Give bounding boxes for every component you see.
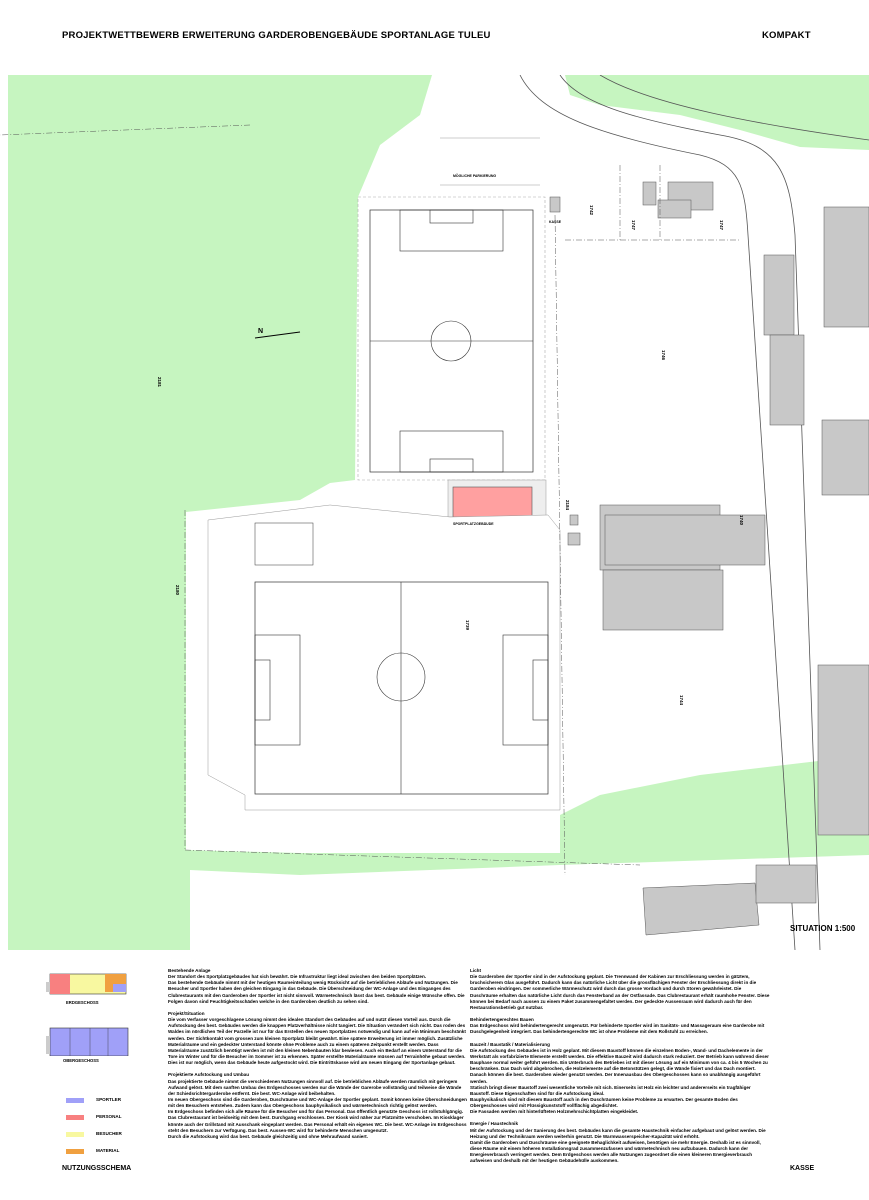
legend-label: SPORTLER [96,1097,122,1102]
forest-area-top-right [565,75,869,150]
parcel-number: 1744 [679,695,684,706]
parking-label: MÖGLICHE PARKIERUNG [453,174,496,178]
section-paragraph: Das projektierte Gebäude nimmt die versc… [168,1078,462,1096]
parcel-number: 1747 [631,220,636,231]
section-heading: Energie / Haustechnik [470,1121,518,1127]
section-paragraph: Mit der Aufstockung und der Sanierung de… [470,1127,766,1139]
parcel-number: 1746 [661,350,666,361]
section-paragraph: Das Erdgeschoss wird behindertengerecht … [470,1023,765,1035]
site-plan: MÖGLICHE PARKIERUNG KASSE [0,75,869,950]
section-heading: Bestehende Anlage [168,968,211,973]
parcel-number: 1739 [465,620,470,631]
parcel-number: 2184 [565,500,570,511]
section-paragraph: Durch die Aufstockung wird das best. Geb… [168,1133,368,1139]
road-curve-upper [599,75,869,141]
parcel-number: 1742 [589,205,594,216]
legend-title: NUTZUNGSSCHEMA [62,1165,132,1172]
section-paragraph: Die Fassaden werden mit hinterlüfteten H… [470,1109,639,1115]
large-field-markings [254,582,549,794]
poster-title: PROJEKTWETTBEWERB ERWEITERUNG GARDEROBEN… [62,30,491,41]
north-arrow: N [254,328,301,339]
forest-area-left [8,75,869,950]
small-field-surround [357,196,546,481]
color-swatch [66,1115,84,1120]
parcel-numbers: 1742 1747 1747 1746 2181 2184 1740 2180 … [157,205,744,706]
kasse-building [549,196,561,213]
section-paragraph: Bauphysikalisch sind mit diesem Baustoff… [470,1096,738,1109]
variant-label: KOMPAKT [762,30,811,41]
road [519,75,796,950]
sportplatz-building [452,486,533,518]
color-swatch [66,1149,84,1154]
section-paragraph: Die Garderoben der Sportler sind in der … [470,974,770,1010]
section-heading: Licht [470,968,481,973]
section-heading: Projekt/Situation [168,1010,205,1016]
section-paragraph: Statisch bringt dieser Baustoff zwei wes… [470,1084,751,1096]
section-paragraph: Der Standort des Sportplatzgebäudes hat … [168,974,427,980]
legend-label: BESUCHER [96,1131,122,1136]
north-label: N [258,328,263,335]
section-paragraph: Im neuen Obergeschoss sind die Garderobe… [168,1096,467,1109]
upper-floor-label: OBERGESCHOSS [63,1058,99,1063]
small-field-markings [370,209,533,473]
upper-floor-plan [46,1027,129,1056]
existing-buildings [567,181,869,936]
color-swatch [66,1132,84,1137]
road-edge [559,75,821,950]
kasse-label: KASSE [549,220,562,224]
section-paragraph: Im Erdgeschoss befinden sich alle Räume … [168,1109,467,1133]
large-field-surround [207,504,561,811]
ground-floor-label: ERDGESCHOSS [66,1000,99,1005]
building-label: SPORTPLATZGEBÄUDE [453,522,494,526]
parcel-number: 2180 [175,585,180,596]
parcel-boundaries [0,124,740,876]
parcel-number: 2181 [157,377,162,388]
parcel-number: 1740 [739,515,744,526]
parcel-number: 1747 [719,220,724,231]
section-heading: Projektierte Aufstockung und Umbau [168,1072,249,1078]
color-swatch [66,1098,84,1103]
section-heading: Behindertengerechtes Bauen [470,1017,534,1023]
ground-floor-plan [46,973,127,995]
section-paragraph: Damit die Garderoben und Duschräume eine… [470,1139,761,1164]
tennis-court [254,522,314,566]
scale-label: SITUATION 1:500 [790,924,856,933]
kasse-title: KASSE [790,1165,815,1172]
section-heading: Bauzeit / Baustatik / Materialisierung [470,1041,550,1047]
legend-label: MATERIAL [96,1148,120,1153]
section-paragraph: Die vom Verfasser vorgeschlagene Lösung … [168,1017,466,1066]
section-paragraph: Die Aufstockung des Gebäudes ist in Holz… [470,1047,769,1084]
section-paragraph: Das bestehende Gebäude nimmt mit der heu… [168,980,465,1004]
parking-area [440,137,540,186]
legend-label: PERSONAL [96,1114,122,1119]
